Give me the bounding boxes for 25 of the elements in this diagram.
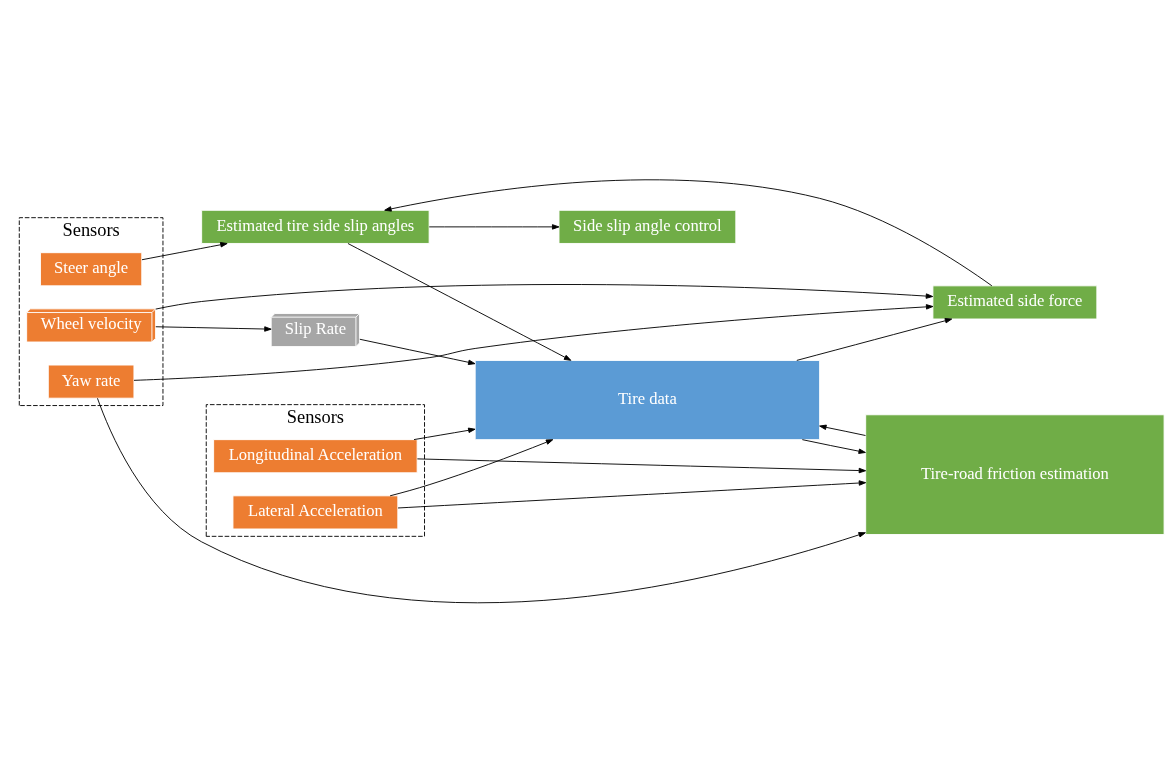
arrow [416,458,867,474]
arrow [155,326,272,332]
arrow [155,284,934,310]
node-box: Lateral Acceleration [232,495,399,530]
arrow [389,439,554,497]
arrow [796,318,953,361]
arrow [133,304,934,381]
node-box: Side slip angle control [558,209,737,244]
arrow [359,338,476,365]
node-box: Steer angle [40,252,143,287]
arrow [347,243,572,361]
node-box: Longitudinal Acceleration [213,439,418,474]
node-box: Estimated tire side slip angles [201,209,430,244]
arrow [97,397,866,604]
arrow [141,242,228,261]
arrow [428,224,560,230]
arrow [413,427,476,441]
arrow [819,424,866,436]
arrow [397,480,867,509]
node-box: Tire data [474,359,821,441]
arrow [384,179,993,287]
node-box: Estimated side force [932,285,1098,320]
arrow [801,439,866,454]
node-box: Yaw rate [47,364,135,399]
node-box: Tire-road friction estimation [865,414,1165,535]
